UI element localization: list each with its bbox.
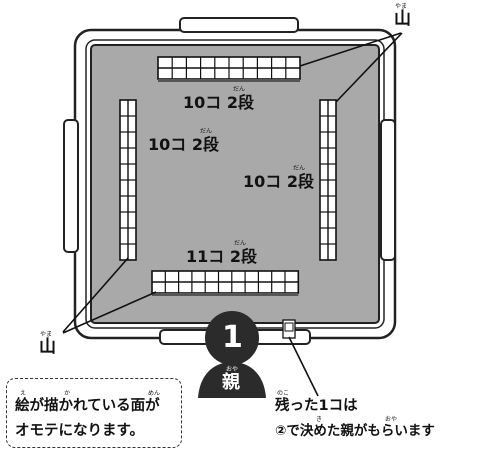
dealer-label: 親 — [222, 372, 240, 393]
note-left-line-2: オモテになります。 — [15, 423, 145, 439]
yama-pointer-lines — [62, 32, 403, 334]
note-left-line-1: 絵が描かれている面が — [15, 398, 160, 414]
leftover-tile — [282, 319, 296, 339]
stack-right-dan-ruby: だん — [293, 165, 306, 172]
yama-bottom-label: 山 — [39, 337, 56, 357]
stack-left-label: 10コ 2段 — [148, 135, 219, 154]
yama-bottom-ruby: やま — [40, 331, 53, 338]
yama-top-label: 山 — [394, 9, 411, 29]
stack-bottom-label: 11コ 2段 — [186, 247, 257, 266]
stack-top-label: 10コ 2段 — [183, 93, 254, 112]
stack-bottom-dan-ruby: だん — [234, 240, 247, 247]
note-right-ruby-oya: おや — [385, 416, 398, 423]
dealer-figure — [198, 311, 266, 398]
wall-bottom — [151, 270, 300, 296]
wall-right — [319, 99, 337, 261]
stack-top-dan-ruby: だん — [233, 86, 246, 93]
note-left-ruby-ka: か — [64, 390, 71, 397]
wall-left — [119, 99, 137, 261]
note-left-ruby-e: え — [20, 390, 27, 397]
note-right-line-1: 残った1コは — [275, 398, 358, 414]
dealer-number: 1 — [222, 320, 243, 355]
note-right-ruby-noko: のこ — [277, 390, 290, 397]
wall-top — [157, 56, 301, 82]
stack-left-dan-ruby: だん — [200, 128, 213, 135]
note-left-ruby-men: めん — [148, 390, 161, 397]
leftover-pointer-line — [288, 336, 319, 397]
dealer-ruby: おや — [226, 366, 239, 373]
note-right-ruby-ki: き — [316, 416, 323, 423]
stack-right-label: 10コ 2段 — [243, 172, 314, 191]
yama-top-ruby: やま — [395, 3, 408, 10]
note-right-line-2: ②で決めた親がもらいます — [275, 423, 435, 439]
